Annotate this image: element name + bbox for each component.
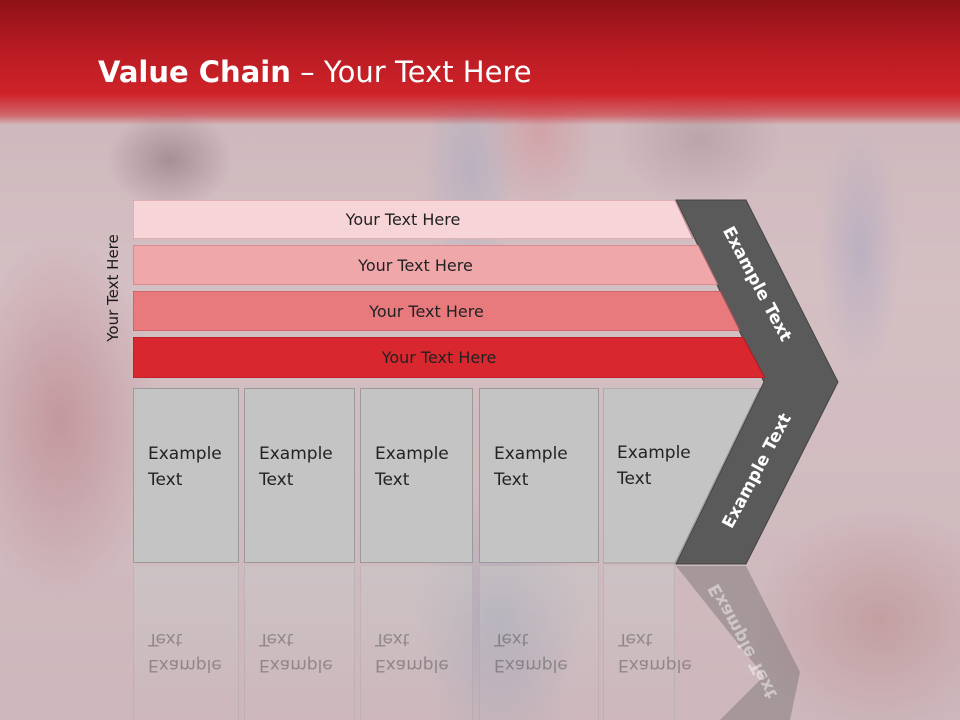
title-separator: – bbox=[290, 55, 324, 89]
support-band-1[interactable]: Your Text Here bbox=[133, 200, 693, 239]
band-label-2: Your Text Here bbox=[358, 255, 473, 275]
band-shape-2 bbox=[133, 245, 718, 285]
title-strong: Value Chain bbox=[98, 55, 291, 89]
chevron-shape bbox=[675, 199, 839, 565]
slide-title[interactable]: Value Chain – Your Text Here bbox=[98, 55, 532, 89]
band-shape-1 bbox=[133, 200, 693, 239]
band-label-4: Your Text Here bbox=[381, 348, 497, 367]
support-band-4[interactable]: Your Text Here bbox=[133, 337, 765, 378]
activity-box-5-shape bbox=[603, 388, 761, 564]
title-bar bbox=[0, 0, 960, 125]
support-band-3[interactable]: Your Text Here bbox=[133, 291, 740, 331]
band-shape-4 bbox=[133, 337, 765, 378]
title-rest: Your Text Here bbox=[323, 55, 532, 89]
support-band-2[interactable]: Your Text Here bbox=[133, 245, 718, 285]
band-shape-3 bbox=[133, 291, 740, 331]
band-label-3: Your Text Here bbox=[369, 301, 484, 321]
band-label-1: Your Text Here bbox=[345, 210, 461, 229]
chevron-reflection bbox=[676, 566, 800, 720]
